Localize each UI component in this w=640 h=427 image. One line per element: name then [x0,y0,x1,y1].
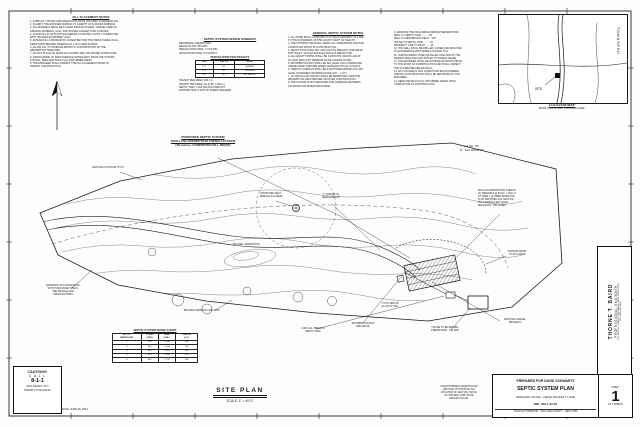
sheet-label: SHEET [611,386,620,389]
location-map-title: LOCATION MAP [549,103,575,107]
trench-system-note: SHALLOW ABSORPTION TRENCH: (4) TRENCHES … [478,190,517,208]
proposed-system-line2: SHALLOW ABSORPTION TRENCH SYSTEM [170,139,236,144]
fill-placement-notes: FILL PLACEMENT NOTES 1. STRIP ALL TOPSOI… [30,15,152,69]
annotation-well-separation: 100' WELL SEPARATION [232,243,260,246]
sizing-chart-block: SEPTIC SYSTEM SIZING CHART NO. OF BEDROO… [111,328,199,364]
trench-bed [396,254,461,292]
municipality: TOWN OF THOMPSON - "SULLIVAN COUNTY" - N… [495,409,596,413]
annotation-proposed-well: PROPOSED WELL (DRILLED & CASED) [259,192,283,198]
caution-line5: PRIOR TO DIGGING [24,387,51,392]
design-summary-title: SEPTIC SYSTEM DESIGN SUMMARY [203,37,257,41]
trees [147,247,337,315]
plan-location: GREGORY ROAD - NEAR SACKETT LAKE [516,395,575,400]
driveway-lines [41,204,509,278]
caution-line1: CAUTION!!! [27,369,48,374]
property-boundary [39,142,563,322]
engineer-block-rotated: THORNE T. BAIRD PROFESSIONAL ENGINEER P.… [598,247,631,376]
annotation-existing-contour: EXISTING CONTOUR (TYP.) [92,166,124,169]
perc-results-title: PERCOLATION TEST RESULTS [210,55,250,59]
plan-title: SEPTIC SYSTEM PLAN [516,386,575,393]
annotation-topsoil: 4" TOPSOIL W/ SEED & MULCH [322,193,340,199]
sheet-border [8,10,632,417]
parcel-id: DBL 456-1-22.30 [533,402,558,407]
septic-tank [445,291,456,299]
site-marker [555,73,560,78]
title-block: PREPARED FOR DAVID SCHWARTZ SEPTIC SYSTE… [492,374,633,418]
title-block-info: PREPARED FOR DAVID SCHWARTZ SEPTIC SYSTE… [493,375,598,417]
plan-date: DATE: JUNE 29, 2021 [62,408,88,411]
location-map-linework: SITE TOWNSEND [499,15,627,103]
land-of-label: LAND OF D. SCHWARTZ [460,144,484,152]
design-summary-body2: TRENCH REQUIRED: 150 L.F. TRENCH PROVIDE… [179,79,232,93]
annotation-septic-tank: 1,000 GAL. PRECAST SEPTIC TANK [300,327,326,333]
legal-alteration-note: UNAUTHORIZED ALTERATION OR ADDITION TO T… [440,386,478,401]
sewer-pipes [403,271,469,302]
annotation-driveway-note: DRIVEWAY IN ACCORDANCE WITH TOWN ROAD SP… [46,284,80,296]
general-septic-notes-continued-body: 9. MAINTAIN THE FOLLOWING MINIMUM SEPARA… [394,31,462,86]
proposed-system-label: PROPOSED SEPTIC SYSTEM SHALLOW ABSORPTIO… [140,135,266,148]
annotation-curtain-drain: CURTAIN DRAIN TO DAYLIGHT [507,250,527,256]
annotation-gravel-driveway: EXISTING GRAVEL DRIVEWAY [504,318,526,324]
general-septic-notes-title: GENERAL SEPTIC SYSTEM NOTES [312,31,364,35]
design-summary-block: SEPTIC SYSTEM DESIGN SUMMARY RESIDENCE: … [179,37,281,92]
general-septic-notes-body: 1. ALL WORK SHALL CONFORM TO NYSDOH APPE… [288,36,364,88]
proposed-system-line1: PROPOSED SEPTIC SYSTEM [181,135,225,139]
sheet-number: 1 [611,387,620,405]
sizing-chart-title: SEPTIC SYSTEM SIZING CHART [133,328,177,332]
engineer-block: THORNE T. BAIRD PROFESSIONAL ENGINEER P.… [597,246,632,377]
site-plan-scale: SCALE: 1" = 40'-0" [226,399,254,403]
design-summary-body: RESIDENCE: 3 BEDROOMS DESIGN FLOW: 330 G… [179,42,218,55]
engineer-phone: TEL: (845) 439-4400 [619,301,622,322]
caution-line2: C A L L [28,373,47,378]
general-septic-notes-continued: 9. MAINTAIN THE FOLLOWING MINIMUM SEPARA… [394,31,488,86]
annotation-setback-line: BUILDING SETBACK LINE (TYP.) [183,309,221,312]
distribution-box [396,274,405,283]
annotation-distribution-box: DISTRIBUTION BOX SEE DETAIL [351,322,375,328]
location-map-subtitle: FROM U.S.G.S. MAP "HIGHLAND LAKE" [538,107,586,110]
leader-lines [71,157,507,330]
prepared-for: PREPARED FOR DAVID SCHWARTZ [516,379,575,384]
caution-line4: "DIG SAFELY NY" [26,383,49,388]
annotation-house: HOUSE TO BE SERVED 3 BEDROOMS - 330 GPD [431,326,459,332]
general-septic-notes: GENERAL SEPTIC SYSTEM NOTES 1. ALL WORK … [288,31,388,88]
well-symbol [255,167,337,249]
annotation-sewer-pipe: 4" PVC SDR-35 @ 1/4"/FT. MIN. [381,302,399,308]
house-footprint [467,295,489,310]
north-arrow [51,80,63,130]
site-plan-title: SITE PLAN [213,387,267,398]
caution-line3: 8-1-1 [31,377,44,384]
fill-placement-notes-body: 1. STRIP ALL TOPSOIL AND VEGETATION FROM… [30,20,120,69]
location-map-caption: LOCATION MAP FROM U.S.G.S. MAP "HIGHLAND… [498,103,626,110]
location-map: SITE TOWNSEND [498,14,628,104]
proposed-system-line3: (18-inches of IMPORTED FILL REQ'D) [175,143,231,148]
curtain-drain [395,239,487,275]
sheet-number-cell: SHEET 1 OF 1 SHEETS [598,375,632,417]
caution-call-811-box: CAUTION!!! C A L L 8-1-1 "DIG SAFELY NY"… [13,366,62,414]
fill-placement-notes-title: FILL PLACEMENT NOTES [72,15,110,19]
site-marker-label: SITE [535,87,542,91]
site-plan-title-block: SITE PLAN SCALE: 1" = 40'-0" [198,379,282,403]
map-road-label: TOWNSEND [616,27,620,55]
of-sheets: OF 1 SHEETS [608,403,623,406]
